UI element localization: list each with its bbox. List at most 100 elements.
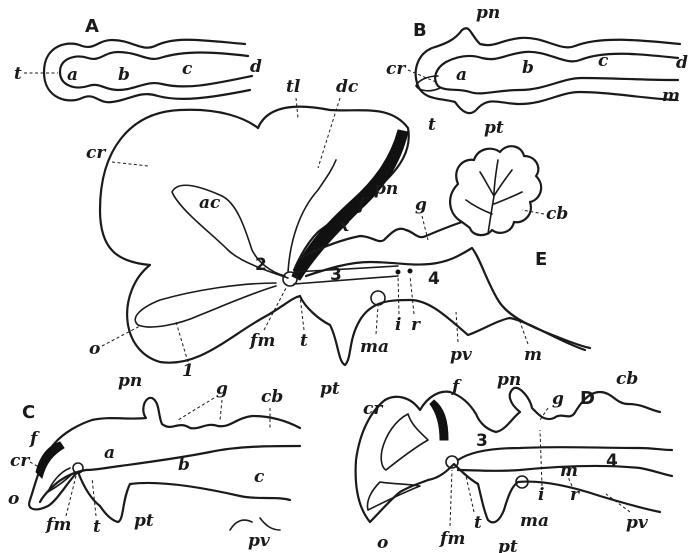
leader-line <box>220 400 222 420</box>
label-fm: fm <box>45 515 71 535</box>
label-m: m <box>524 345 542 365</box>
label-f: f <box>451 377 462 397</box>
panel-b: B pn cr a b c d t pt m <box>386 3 688 138</box>
leader-line <box>92 478 96 516</box>
panel-c: C pn g cb f cr a b c o fm t pt pv <box>8 371 300 551</box>
label-pv: pv <box>248 531 271 551</box>
label-dc: dc <box>336 77 359 97</box>
panel-c-bottom-v <box>230 518 280 530</box>
label-d: d <box>676 53 688 73</box>
label-a: a <box>456 65 467 85</box>
panel-d: D cr f pn g cb 3 4 m i r o fm t ma pt pv <box>356 369 672 553</box>
label-c: c <box>598 51 609 71</box>
label-pn: pn <box>476 3 500 23</box>
panel-b-letter: B <box>413 20 427 41</box>
label-4: 4 <box>606 451 618 471</box>
leader-line <box>112 162 148 166</box>
label-c: c <box>182 59 193 79</box>
label-t: t <box>428 115 436 135</box>
label-cr: cr <box>86 143 106 163</box>
label-3: 3 <box>476 431 488 451</box>
label-cb: cb <box>616 369 638 389</box>
label-t: t <box>93 517 101 537</box>
label-pv: pv <box>450 345 473 365</box>
label-m: m <box>560 461 578 481</box>
label-g: g <box>415 195 427 215</box>
label-pt: pt <box>484 118 504 138</box>
leader-line <box>520 322 528 344</box>
panel-e: E tl dc cr ac pn f x g cb 2 3 4 o 1 fm t… <box>86 77 590 399</box>
label-pn: pn <box>118 371 142 391</box>
label-4: 4 <box>428 269 440 289</box>
panel-d-dark-band <box>430 400 448 440</box>
panel-e-cerebellum <box>450 146 541 235</box>
label-ma: ma <box>520 511 549 531</box>
label-pt: pt <box>134 511 154 531</box>
panel-d-letter: D <box>580 388 595 409</box>
panel-e-outer-outline <box>100 110 585 365</box>
panel-e-dot-i <box>396 270 400 274</box>
panel-e-letter: E <box>535 249 547 270</box>
label-ac: ac <box>199 193 221 213</box>
label-ma: ma <box>360 337 389 357</box>
label-a: a <box>104 443 115 463</box>
label-2: 2 <box>255 255 267 275</box>
leader-line <box>540 430 542 486</box>
panel-a-inner-outline <box>60 52 252 90</box>
leader-line <box>178 398 214 420</box>
panel-d-lateral-ventricle <box>368 414 429 510</box>
panel-e-foramen <box>283 272 297 286</box>
label-g: g <box>216 379 228 399</box>
panel-e-dot-r <box>408 269 412 273</box>
leader-line <box>66 476 76 516</box>
label-f: f <box>29 429 40 449</box>
label-a: a <box>67 65 78 85</box>
label-cr: cr <box>363 399 383 419</box>
label-pv: pv <box>626 513 649 533</box>
panel-a-letter: A <box>85 16 99 37</box>
label-g: g <box>552 389 564 409</box>
leader-line <box>522 210 544 214</box>
label-b: b <box>178 455 190 475</box>
leader-line <box>264 288 286 330</box>
leader-line <box>410 276 414 314</box>
label-pn: pn <box>374 179 398 199</box>
label-r: r <box>570 485 580 505</box>
label-pt: pt <box>320 379 340 399</box>
label-b: b <box>522 58 534 78</box>
label-pt: pt <box>498 537 518 553</box>
leader-line <box>296 98 298 118</box>
panel-c-dark-band <box>36 442 64 478</box>
label-t: t <box>300 331 308 351</box>
label-d: d <box>250 57 262 77</box>
label-pn: pn <box>497 370 521 390</box>
panel-e-fourth-ventricle-roof <box>306 248 590 348</box>
leader-line <box>176 322 188 362</box>
label-o: o <box>377 533 388 553</box>
label-tl: tl <box>286 77 301 97</box>
panel-e-mammillary <box>371 291 385 305</box>
label-r: r <box>411 315 421 335</box>
label-o: o <box>89 339 100 359</box>
label-cr: cr <box>386 59 406 79</box>
label-3: 3 <box>330 265 342 285</box>
panel-b-inner-outline <box>435 52 678 94</box>
leader-line <box>450 470 452 526</box>
label-b: b <box>118 65 130 85</box>
label-x: x <box>338 216 350 236</box>
panel-c-letter: C <box>22 402 35 423</box>
label-t: t <box>14 64 22 84</box>
label-o: o <box>8 489 19 509</box>
label-fm: fm <box>439 529 465 549</box>
panel-a: A t a b c d <box>14 16 262 102</box>
label-i: i <box>538 485 544 505</box>
label-t: t <box>474 513 482 533</box>
label-fm: fm <box>249 331 275 351</box>
panel-e-choroid-band <box>292 130 408 280</box>
label-cb: cb <box>261 387 283 407</box>
leader-line <box>376 306 378 334</box>
label-1: 1 <box>182 361 194 381</box>
leader-line <box>398 276 399 314</box>
